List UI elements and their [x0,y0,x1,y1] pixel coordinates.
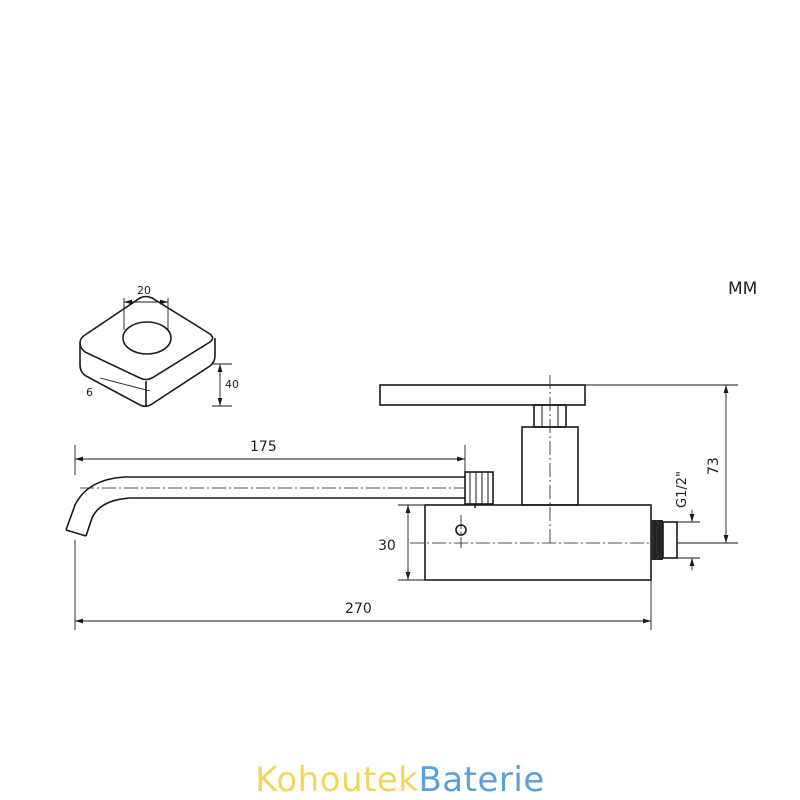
cap-thickness-label: 6 [86,386,93,399]
body-block [424,504,652,581]
spout [65,471,494,537]
total-length-label: 270 [345,601,372,617]
cap-side-left [79,338,216,408]
cap-size-label: 40 [225,378,239,391]
spout-swivel-nut [464,471,494,505]
rosette-cap: 20 6 40 [79,284,239,408]
units-label: MM [728,279,757,299]
spout-length-label: 175 [250,439,277,455]
cap-hole [122,321,172,355]
cap-width-label: 20 [137,284,151,297]
dimension-spout-length: 175 [74,439,466,475]
spout-bottom-edge [85,497,465,537]
thread-connector [651,520,663,560]
body-height-label: 30 [378,538,396,554]
thread-label: G1/2" [675,471,690,508]
cap-top-face [79,295,214,381]
handle-height-label: 73 [706,457,722,475]
brand-watermark: KohoutekBaterie [0,760,800,800]
faucet-body [410,504,678,581]
brand-part-1: Kohoutek [255,760,419,800]
dimension-total-length: 270 [74,540,652,630]
dimension-body-height: 30 [378,504,425,581]
brand-part-2: Baterie [418,760,545,800]
handle [379,375,586,545]
dimension-thread: G1/2" [675,471,700,570]
dimension-handle-height: 73 [585,384,738,544]
spout-top-edge [65,476,465,531]
handle-lever [379,384,586,406]
